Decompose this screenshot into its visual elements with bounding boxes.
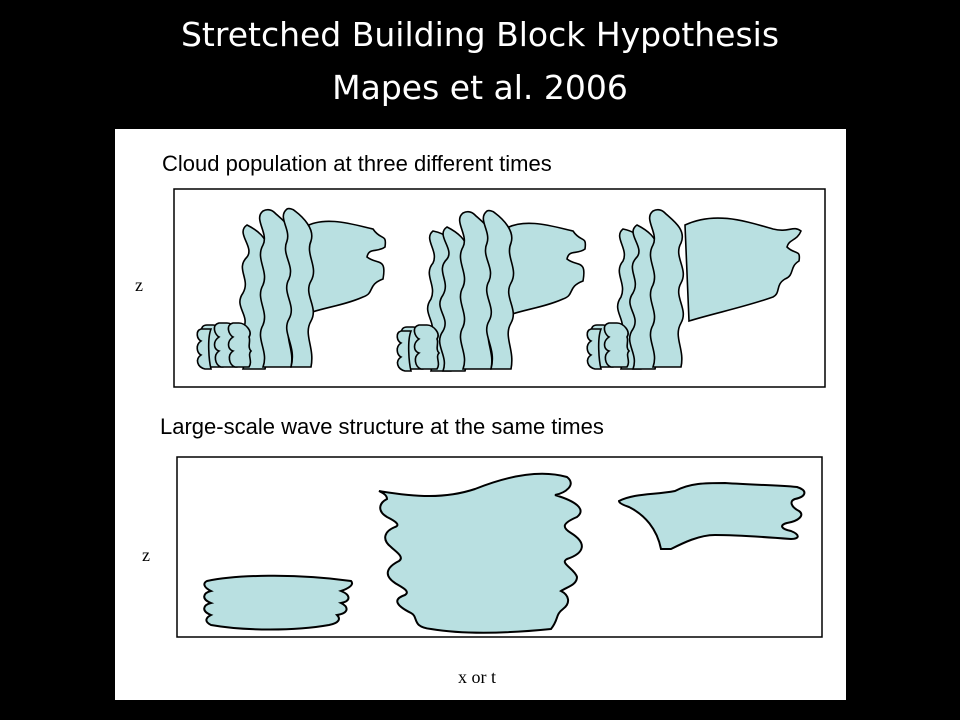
top-z-axis-label: z — [135, 275, 143, 295]
top-plot-frame — [173, 188, 826, 388]
shallow-cumulus — [603, 322, 631, 368]
shallow-cumulus — [227, 322, 253, 368]
stratiform-wave-structure — [617, 481, 806, 550]
deep-convective-tower — [482, 209, 515, 370]
shallow-cumulus — [396, 330, 413, 372]
figure-panel: Cloud population at three different time… — [115, 129, 846, 700]
shallow-cumulus — [413, 324, 441, 370]
bottom-caption: Large-scale wave structure at the same t… — [160, 414, 604, 439]
figure-diagram: z z x or t — [135, 188, 826, 687]
cloud-population-time-3 — [586, 208, 802, 370]
cloud-population-time-1 — [196, 207, 387, 370]
slide-subtitle: Mapes et al. 2006 — [332, 68, 628, 107]
bottom-z-axis-label: z — [142, 545, 150, 565]
top-caption: Cloud population at three different time… — [162, 151, 552, 176]
x-axis-label: x or t — [458, 667, 496, 687]
slide-title: Stretched Building Block Hypothesis — [180, 15, 780, 54]
stratiform-anvil — [684, 217, 802, 323]
cloud-population-time-2 — [396, 209, 587, 372]
stratiform-anvil — [304, 220, 387, 315]
deep-wave-structure — [378, 472, 583, 634]
shallow-cumulus — [196, 328, 213, 370]
shallow-wave-structure — [203, 574, 353, 631]
deep-convective-tower — [282, 207, 315, 368]
bottom-plot-frame — [176, 456, 823, 638]
deep-convective-tower — [648, 208, 685, 368]
shallow-cumulus — [586, 328, 603, 370]
stratiform-anvil — [504, 222, 587, 317]
